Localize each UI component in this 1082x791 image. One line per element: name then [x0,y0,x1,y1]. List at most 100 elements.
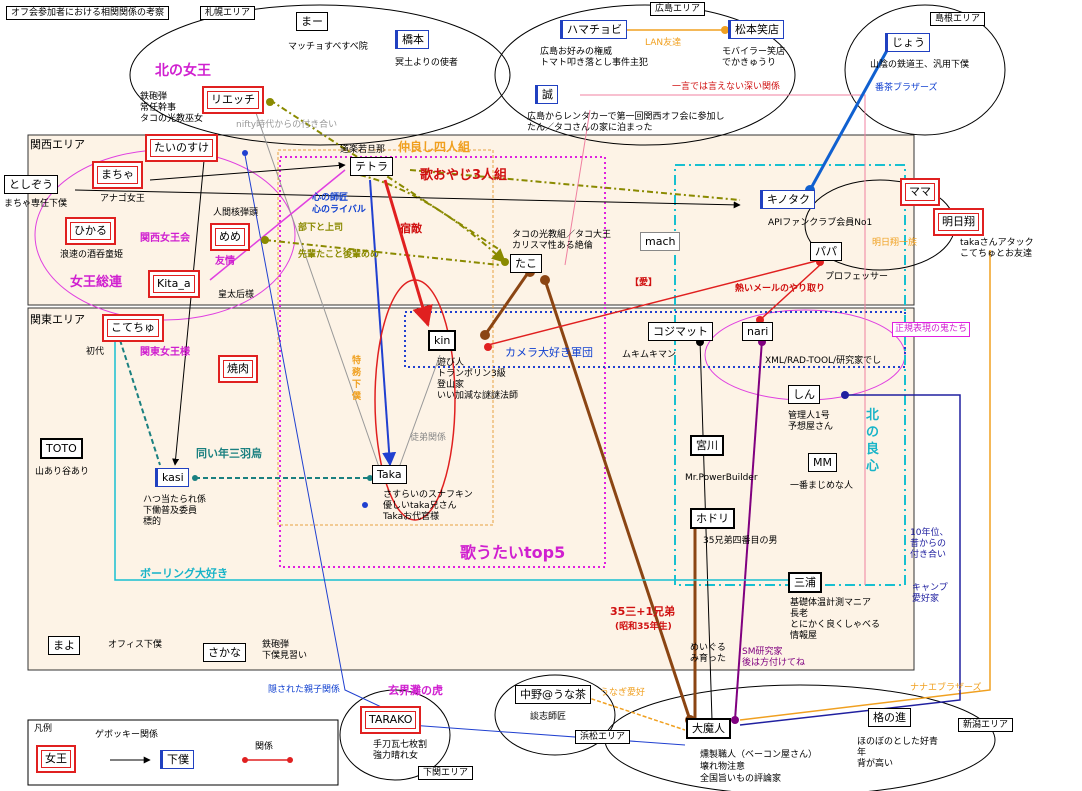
node-machiya-label: まちゃ [97,166,138,184]
label-nenrai-3: 付き合い [910,550,947,560]
link-tainosuke-kasi [172,149,206,466]
node-mach: mach [640,232,681,251]
dot-tako-1 [501,258,509,266]
label-shukuteki: 宿敵 [400,222,422,235]
note-taka-1: さすらいのスナフキン [383,490,473,500]
node-ricchi-label: リエッチ [207,91,259,109]
area-hiroshima: 広島エリア [650,2,706,16]
link-kin-tako [483,269,532,336]
label-camp-2: 愛好家 [912,594,940,604]
note-daimajin-1: 燻製職人（ベーコン屋さん） [700,750,818,760]
node-sakana: さかな [203,643,246,662]
label-showa35: (昭和35年生) [615,622,672,632]
label-tokumu-2: 務 [352,368,362,378]
hamamatsu-ellipse [494,674,616,756]
node-tainosuke-label: たいのすけ [150,139,213,157]
node-daimajin: 大魔人 [686,718,731,739]
node-tainosuke: たいのすけ [145,134,218,162]
node-nakano: 中野@うな茶 [515,685,591,704]
note-hamachobi-1: 広島お好みの権威 [540,47,613,57]
label-unagi: うなぎ愛好 [600,688,646,698]
dot-kin-red [484,343,492,351]
note-meme: 人間核弾頭 [213,208,259,218]
label-sankyodai: 35三+1兄弟 [610,605,676,618]
node-yakiniku-label: 焼肉 [223,360,253,378]
node-makoto: 誠 [535,85,558,104]
node-kasi: kasi [155,468,189,487]
note-kita: 皇太后様 [218,290,255,300]
note-jou: 山陰の鉄道王、汎用下僕 [870,60,970,70]
area-kansai: 関西エリア [30,138,85,151]
node-hashimoto: 橋本 [395,30,429,49]
label-uta-oyaji: 歌おやじ3人組 [420,168,508,183]
label-nenrai-2: 昔からの [910,539,947,549]
node-hamachobi: ハマチョビ [560,20,627,39]
label-camp-1: キャンプ [912,583,948,593]
note-kasi-1: ハつ当たられ係 [143,495,207,505]
label-genkai: 玄界灘の虎 [388,684,443,697]
note-tarako-1: 手刀瓦七枚割 [373,740,428,750]
label-hitokoto: 一言では言えない深い関係 [672,82,781,92]
node-tarako-label: TARAKO [365,711,417,729]
label-utautai: 歌うたいtop5 [460,543,566,562]
note-kakunoshin-2: 年 [857,748,867,758]
note-kotechu: 初代 [86,347,105,357]
hiroshima-ellipse [494,4,796,146]
note-taka-3: Takaお代官様 [383,512,440,522]
node-kakunoshin: 格の進 [868,708,911,727]
note-kojimatto: ムキムキマン [622,350,677,360]
node-tetora: テトラ [350,157,393,176]
dot-shin [841,391,849,399]
node-miura: 三浦 [788,572,822,593]
label-buka-joshi: 部下と上司 [298,223,344,233]
dot-matsumoto [721,26,729,34]
note-kakunoshin-1: ほのぼのとした好青 [857,737,939,747]
legend-queen-label: 女王 [41,750,71,768]
note-toshizo: まちゃ専任下僕 [4,199,68,209]
area-sapporo: 札幌エリア [200,6,256,20]
note-sakana-2: 下僕見習い [262,651,308,661]
note-shin-1: 管理人1号 [788,411,830,421]
link-kin-papa [487,259,821,346]
area-kanto: 関東エリア [30,313,85,326]
label-teishi: 徒弟関係 [410,433,447,443]
node-meme-label: めめ [215,228,245,246]
note-daimajin-2: 壊れ物注意 [700,762,746,772]
note-ma: マッチョすべすべ院 [288,42,368,52]
camera-box [404,311,906,368]
note-machiya: アナゴ女王 [100,194,145,204]
link-toshizo-kinotaku [74,189,741,209]
node-machiya: まちゃ [92,161,143,189]
note-nari: XML/RAD-TOOL/研究家でし [765,356,882,366]
node-hikaru: ひかる [65,217,116,245]
label-nenrai-1: 10年位、 [910,528,949,538]
area-niigata: 新潟エリア [958,718,1014,732]
note-kin-1: 遊び人 [437,358,465,368]
label-kita-ryoshin-4: 心 [866,459,880,474]
note-hashimoto: 冥土よりの使者 [395,58,458,68]
node-nari: nari [742,322,774,341]
note-hodori: 35兄弟四番目の男 [703,536,778,546]
note-kakunoshin-3: 背が高い [857,759,894,769]
link-makoto-miura [580,94,866,585]
note-matsumoto-1: モバイラー笑店 [722,47,786,57]
dot-ricchi [266,98,274,106]
label-nifty: nifty時代からの付き合い [236,120,338,130]
node-shin: しん [788,385,820,404]
label-asuka-ichizoku: 明日翔一族 [872,238,918,248]
note-hikaru: 浪速の酒吞童姫 [60,250,124,260]
note-miura-2: 長老 [790,609,809,619]
note-shin-2: 予想屋さん [788,422,834,432]
area-shimane: 島根エリア [930,12,986,26]
node-jou: じょう [885,33,930,52]
label-kakusareta: 隠された親子関係 [268,685,341,695]
label-bowling: ボーリング大好き [140,567,228,580]
legend-servant-box: 下僕 [160,750,194,769]
note-taka-2: 優しいtaka兄さん [383,501,457,511]
link-taka-kin [399,354,441,466]
link-nakano-daimajin [579,694,686,731]
link-makoto-tako [564,109,591,266]
label-kita-ryoshin-2: の [866,425,880,440]
link-tetora-kin [383,179,433,328]
